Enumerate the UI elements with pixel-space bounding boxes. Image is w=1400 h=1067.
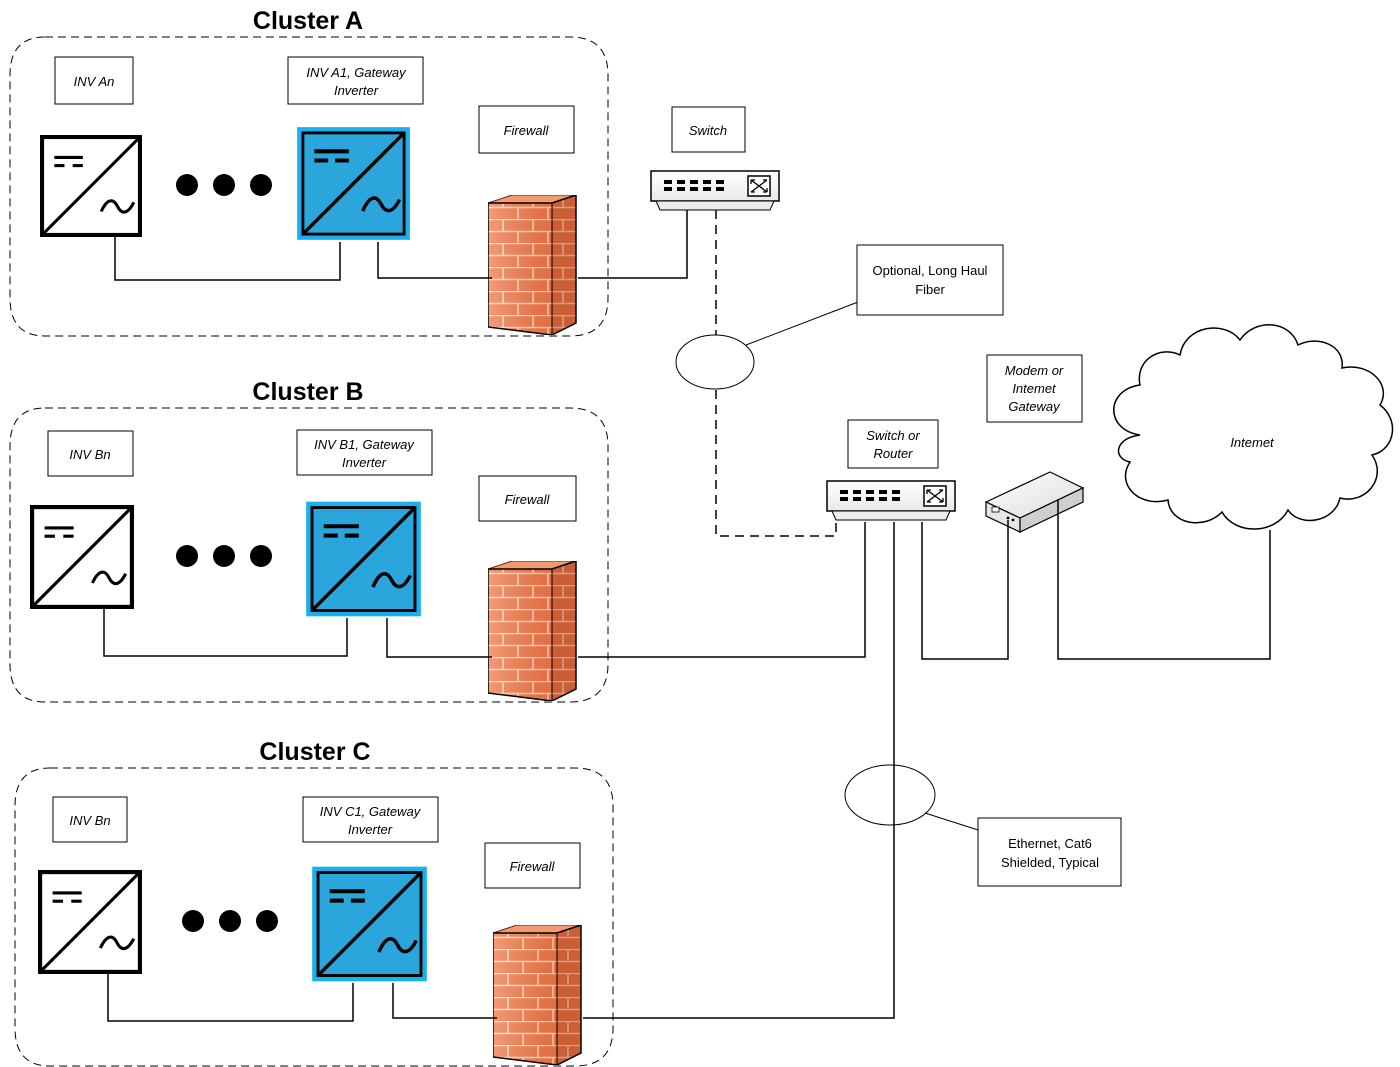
fiber-callout-ellipse	[675, 334, 755, 390]
fiber-callout-line1: Optional, Long Haul	[873, 263, 988, 278]
cluster-c-title: Cluster C	[259, 738, 370, 766]
inv-b1-label-line2: Inverter	[342, 455, 387, 470]
modem-label-line1: Modem or	[1005, 363, 1064, 378]
fiber-callout-leader	[745, 301, 859, 346]
firewall-b-label-box	[478, 475, 577, 522]
ethernet-callout-box	[977, 817, 1122, 887]
inv-b1-label-line1: INV B1, Gateway	[314, 437, 415, 452]
fiber-callout-line2: Fiber	[915, 282, 945, 297]
firewall-c-label-box	[484, 842, 581, 889]
router-label-line2: Router	[873, 446, 913, 461]
wire-gateway-firewall-a	[377, 242, 492, 279]
gateway-inverter-icon	[306, 502, 421, 617]
wire-firewall-b-router	[578, 522, 866, 658]
router-label-line1: Switch or	[866, 428, 920, 443]
switch-label-box	[671, 106, 746, 153]
firewall-c-label: Firewall	[510, 859, 556, 874]
firewall-b-label: Firewall	[505, 492, 551, 507]
ellipsis-dots	[182, 910, 278, 932]
wire-firewall-a-switch	[578, 210, 688, 279]
inv-a1-label-line1: INV A1, Gateway	[306, 65, 407, 80]
internet-label: Intemet	[1230, 435, 1275, 450]
firewall-icon	[488, 561, 577, 701]
gateway-inverter-icon	[297, 127, 410, 240]
ethernet-callout-line2: Shielded, Typical	[1001, 855, 1099, 870]
inv-bn-label-box	[47, 430, 134, 477]
fiber-callout-box	[856, 244, 1004, 316]
wire-gateway-firewall-c	[392, 983, 497, 1019]
cluster-b: Cluster B INV Bn INV B1, Gateway Inverte…	[9, 378, 609, 703]
inv-b1-label-box	[296, 429, 433, 476]
inv-an-label-box	[54, 56, 134, 105]
inv-c1-label-line2: Inverter	[348, 822, 393, 837]
inv-c1-label-line1: INV C1, Gateway	[320, 804, 422, 819]
cluster-a-border	[9, 36, 609, 337]
wire-inverters-b	[103, 609, 348, 657]
cluster-a: Cluster A INV An INV A1, Gateway Inverte…	[9, 7, 609, 337]
modem-icon	[984, 471, 1085, 533]
ethernet-callout-line1: Ethernet, Cat6	[1008, 836, 1092, 851]
switch-label: Switch	[689, 123, 727, 138]
inverter-icon	[42, 137, 140, 235]
wire-inverters-c	[107, 974, 354, 1022]
modem-label-line3: Gateway	[1008, 399, 1061, 414]
ellipsis-dots	[176, 545, 272, 567]
router-label-box	[847, 419, 939, 469]
core-network: Switch Switch or Router Modem or Intemet…	[578, 106, 1394, 1019]
inv-bn-label: INV Bn	[69, 447, 110, 462]
wire-fiber-optional	[715, 210, 837, 537]
firewall-icon	[488, 195, 577, 335]
gateway-inverter-icon	[312, 867, 427, 982]
cluster-c-border	[14, 767, 614, 1067]
modem-label-line2: Intemet	[1012, 381, 1057, 396]
network-switch-icon	[650, 170, 780, 211]
firewall-icon	[493, 925, 582, 1065]
inv-c1-label-box	[302, 796, 439, 843]
inverter-icon	[40, 872, 140, 972]
wire-modem-internet	[1057, 500, 1271, 660]
inverter-icon	[32, 507, 132, 607]
ethernet-callout-ellipse	[844, 764, 936, 826]
wire-inverters-a	[114, 237, 341, 281]
cluster-b-border	[9, 407, 609, 703]
network-switch-icon	[826, 480, 956, 521]
cluster-b-title: Cluster B	[252, 378, 363, 406]
inv-bn-c-label: INV Bn	[69, 813, 110, 828]
firewall-a-label-box	[478, 105, 575, 154]
cluster-a-title: Cluster A	[253, 7, 363, 35]
modem-label-box	[986, 354, 1083, 423]
ellipsis-dots	[176, 174, 272, 196]
internet-cloud-icon	[1113, 324, 1394, 530]
firewall-a-label: Firewall	[504, 123, 550, 138]
inv-an-label: INV An	[74, 74, 115, 89]
inv-bn-c-label-box	[52, 796, 128, 843]
wire-gateway-firewall-b	[386, 618, 492, 658]
inv-a1-label-box	[287, 56, 424, 105]
wire-firewall-c-router	[583, 522, 895, 1019]
inv-a1-label-line2: Inverter	[334, 83, 379, 98]
ethernet-callout-leader	[924, 812, 979, 831]
cluster-c: Cluster C INV Bn INV C1, Gateway Inverte…	[14, 738, 614, 1067]
wire-router-modem	[921, 520, 1009, 660]
